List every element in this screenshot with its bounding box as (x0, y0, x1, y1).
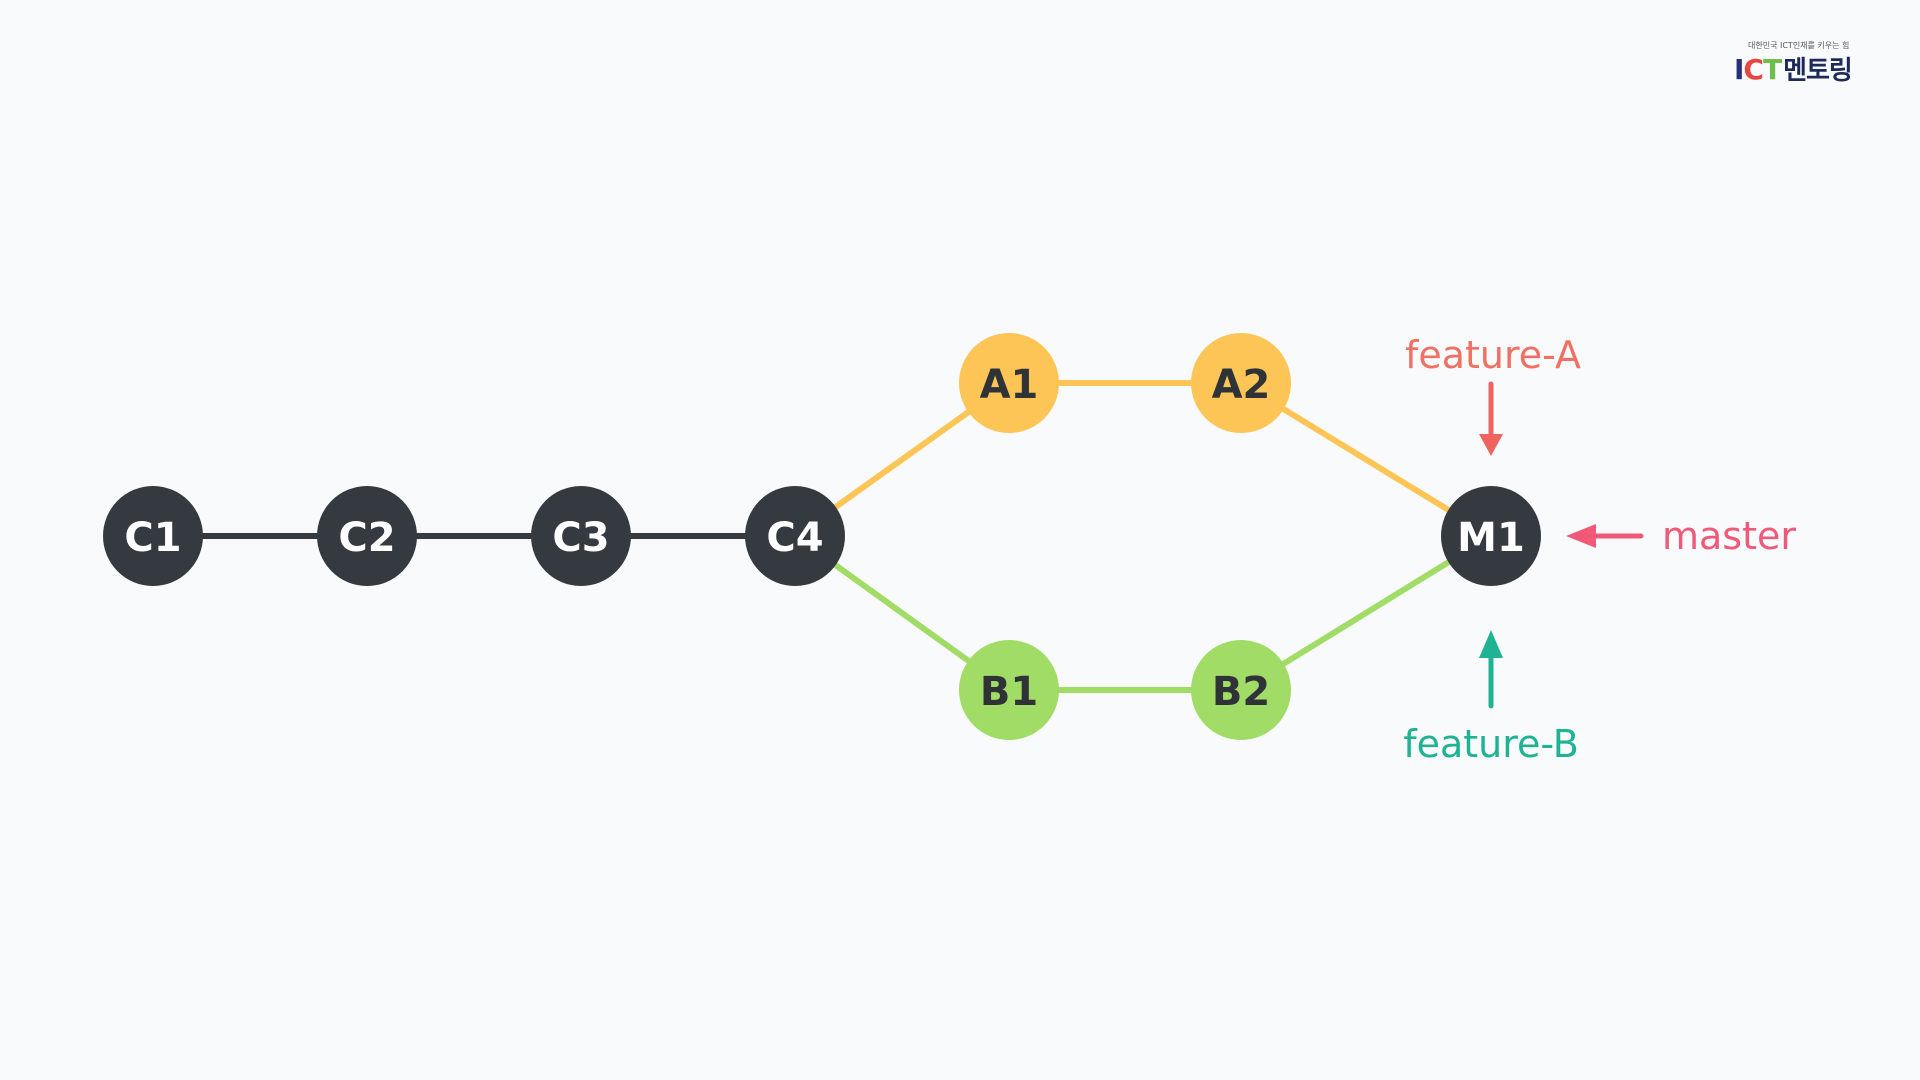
ref-label-master: master (1662, 514, 1796, 558)
commit-circle (1191, 640, 1291, 740)
commit-node-b1: B1 (959, 640, 1059, 740)
commit-node-c2: C2 (317, 486, 417, 586)
commit-circle (1441, 486, 1541, 586)
commit-label: M1 (1457, 515, 1525, 561)
commit-label: C1 (124, 515, 181, 561)
logo-tagline: 대한민국 ICT인재를 키우는 힘 (1748, 41, 1850, 50)
commit-label: C2 (338, 515, 395, 561)
commit-circle (959, 333, 1059, 433)
commit-label: C3 (552, 515, 609, 561)
logo-korean: 멘토링 (1783, 56, 1853, 86)
commit-label: A1 (980, 362, 1039, 408)
ref-arrows-layer (1479, 381, 1644, 709)
commit-node-a2: A2 (1191, 333, 1291, 433)
ref-labels-layer: feature-A master feature-B (1403, 333, 1796, 766)
commit-circle (1191, 333, 1291, 433)
commit-circle (745, 486, 845, 586)
commit-circle (959, 640, 1059, 740)
arrow-head (1566, 524, 1596, 548)
commit-label: B1 (980, 669, 1038, 715)
commit-label: B2 (1212, 669, 1270, 715)
commit-label: A2 (1212, 362, 1271, 408)
commit-node-c4: C4 (745, 486, 845, 586)
commit-label: C4 (766, 515, 823, 561)
commit-node-c3: C3 (531, 486, 631, 586)
ref-arrow-feature-b (1479, 630, 1503, 709)
commit-node-m1: M1 (1441, 486, 1541, 586)
commit-node-a1: A1 (959, 333, 1059, 433)
arrow-head (1479, 630, 1503, 658)
ref-label-feature-a: feature-A (1405, 333, 1581, 377)
logo-letter-i: I (1734, 53, 1744, 86)
commit-circle (317, 486, 417, 586)
commit-circle (531, 486, 631, 586)
ref-arrow-master (1566, 524, 1644, 548)
commit-circle (103, 486, 203, 586)
logo-letter-c: C (1743, 53, 1764, 86)
commit-node-c1: C1 (103, 486, 203, 586)
commit-node-b2: B2 (1191, 640, 1291, 740)
logo-letter-t: T (1762, 53, 1782, 86)
ref-label-feature-b: feature-B (1403, 722, 1579, 766)
ref-arrow-feature-a (1479, 381, 1503, 456)
logo-wordmark: ICT멘토링 (1734, 50, 1853, 87)
arrow-head (1479, 434, 1503, 456)
ict-mentoring-logo: 대한민국 ICT인재를 키우는 힘 ICT멘토링 (1720, 40, 1870, 90)
